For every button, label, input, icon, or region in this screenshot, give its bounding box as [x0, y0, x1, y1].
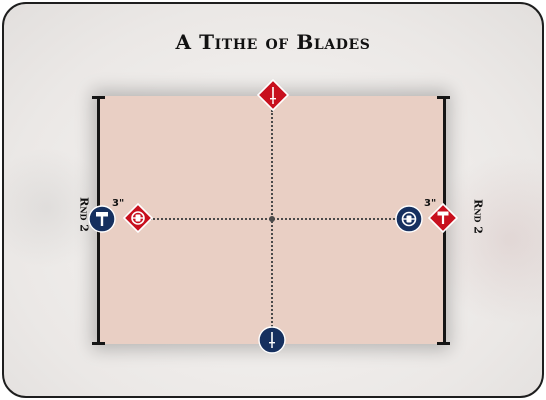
right-red-hammer-marker[interactable]: [428, 203, 458, 233]
right-distance-label: 3": [424, 198, 437, 209]
right-blue-shield-marker[interactable]: [395, 205, 423, 233]
map-title: A Tithe of Blades: [175, 30, 371, 54]
top-red-objective-marker[interactable]: [257, 79, 289, 111]
hammer-icon: [437, 211, 449, 224]
bottom-blue-objective-marker[interactable]: [258, 326, 286, 354]
sword-icon: [270, 87, 276, 104]
left-edge-bottom-cap: [92, 342, 105, 345]
right-edge-bottom-cap: [437, 342, 450, 345]
shield-objective-icon: [131, 211, 145, 225]
right-round-label: Rnd 2: [471, 199, 485, 234]
left-edge-top-cap: [92, 96, 105, 99]
left-distance-label: 3": [112, 198, 125, 209]
left-blue-hammer-marker[interactable]: [88, 205, 116, 233]
sword-icon: [269, 332, 275, 348]
hammer-icon: [96, 212, 108, 226]
left-red-shield-marker[interactable]: [123, 203, 153, 233]
right-edge-top-cap: [437, 96, 450, 99]
shield-objective-icon: [401, 211, 417, 227]
center-point: [269, 216, 275, 222]
